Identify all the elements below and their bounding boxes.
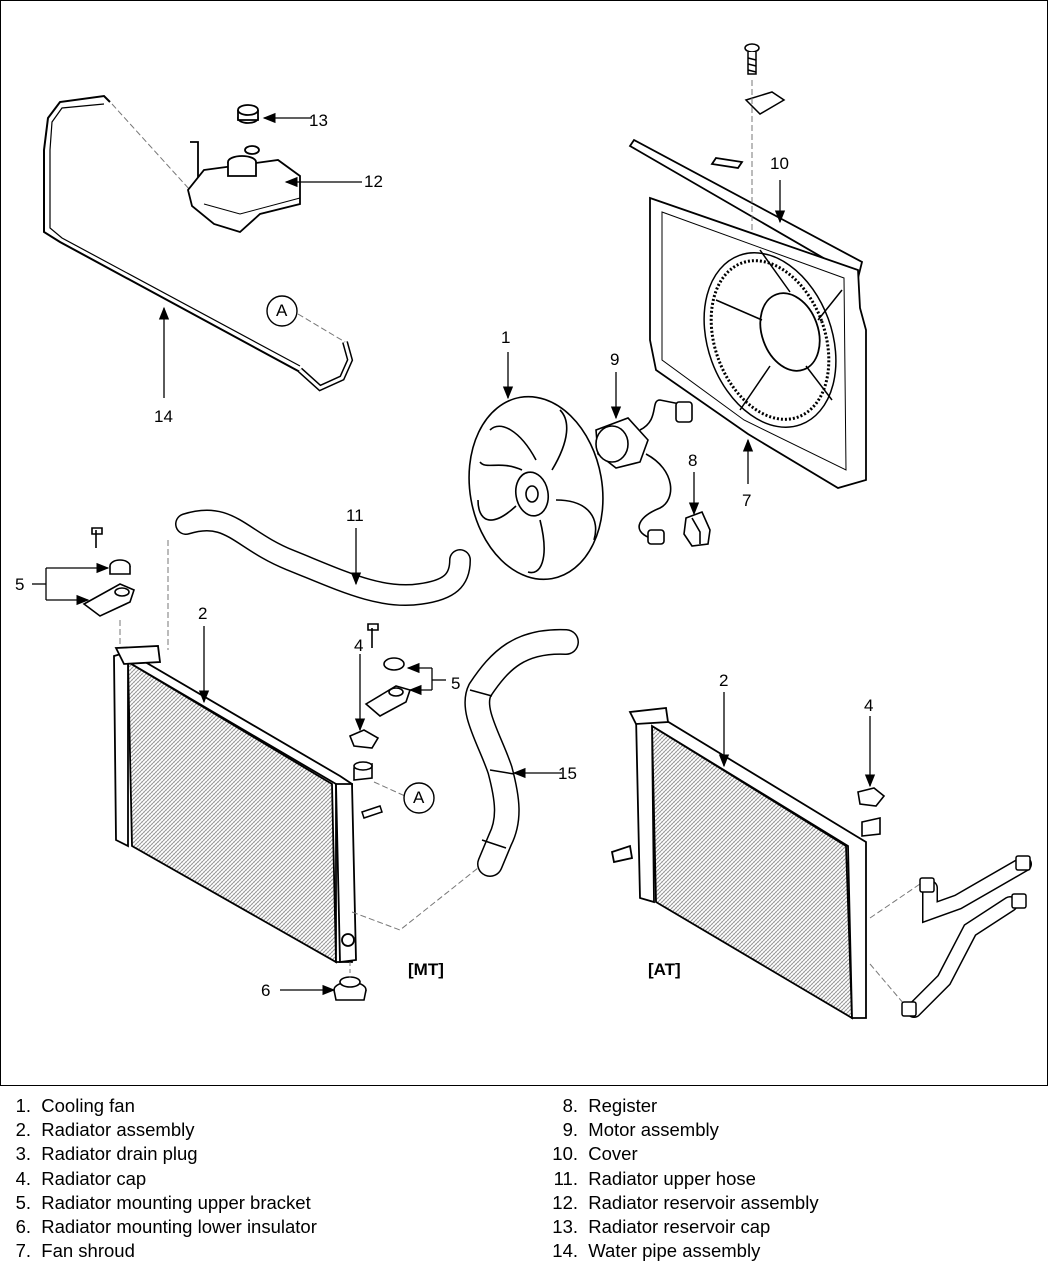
callout-5: 5 — [15, 575, 25, 594]
exploded-view-diagram — [32, 43, 1032, 1020]
radiator-mounting-lower-insulator — [333, 976, 367, 1001]
callout-6: 6 — [261, 981, 271, 1000]
radiator-mounting-upper-bracket-right — [364, 623, 412, 717]
legend-number: 4. — [15, 1167, 31, 1189]
legend-item: 8. Register — [548, 1094, 819, 1118]
legend-item: 7. Fan shroud — [4, 1239, 317, 1263]
callout-13: 13 — [309, 111, 328, 130]
legend-right-column: 8. Register 9. Motor assembly 10. Cover … — [548, 1094, 819, 1263]
legend-item: 13. Radiator reservoir cap — [548, 1215, 819, 1239]
legend-number: 12. — [552, 1191, 578, 1213]
legend-item: 9. Motor assembly — [548, 1118, 819, 1142]
legend-number: 11. — [553, 1167, 578, 1189]
connector-a-circle — [266, 295, 298, 327]
legend-item: 10. Cover — [548, 1142, 819, 1166]
radiator-mounting-upper-bracket — [82, 527, 135, 617]
legend-number: 3. — [15, 1143, 31, 1165]
callout-2: 2 — [719, 671, 729, 690]
cover — [628, 138, 864, 280]
legend-item: 6. Radiator mounting lower insulator — [4, 1215, 317, 1239]
connector-a-label: A — [276, 301, 288, 320]
callout-10: 10 — [770, 154, 789, 173]
legend-number: 9. — [562, 1119, 578, 1141]
leader-line — [297, 313, 346, 343]
legend-item: 4. Radiator cap — [4, 1167, 317, 1191]
hose-clamp — [901, 855, 1031, 1017]
motor-assembly — [595, 399, 693, 545]
callout-12: 12 — [364, 172, 383, 191]
legend-item: 11. Radiator upper hose — [548, 1167, 819, 1191]
callout-4: 4 — [864, 696, 874, 715]
variant-label-mt: [MT] — [408, 960, 444, 979]
leader-line — [373, 781, 406, 797]
legend-label: Radiator assembly — [41, 1119, 195, 1141]
legend-number: 14. — [552, 1240, 578, 1262]
cooling-fan — [468, 395, 604, 581]
callout-1: 1 — [501, 328, 511, 347]
radiator-lower-hose — [464, 628, 579, 877]
legend-left-column: 1. Cooling fan 2. Radiator assembly 3. R… — [4, 1094, 317, 1263]
callout-5: 5 — [451, 674, 461, 693]
legend-number: 2. — [15, 1119, 31, 1141]
bolt — [744, 43, 786, 115]
legend-label: Radiator reservoir cap — [588, 1216, 771, 1238]
legend-number: 1. — [15, 1095, 31, 1116]
callout-9: 9 — [610, 350, 620, 369]
legend-item: 1. Cooling fan — [4, 1094, 317, 1118]
connector-a-label: A — [413, 788, 425, 807]
callout-arrows — [45, 112, 876, 996]
legend-number: 5. — [15, 1191, 31, 1213]
legend-label: Radiator mounting lower insulator — [41, 1216, 317, 1238]
legend-label: Cover — [588, 1143, 638, 1165]
callout-2: 2 — [198, 604, 208, 623]
callout-8: 8 — [688, 451, 698, 470]
oil-cooler-hoses — [869, 856, 1032, 1018]
bolt — [361, 805, 383, 819]
legend-number: 10. — [552, 1143, 578, 1165]
radiator-assembly-mt — [113, 645, 357, 964]
legend-item: 14. Water pipe assembly — [548, 1239, 819, 1263]
callout-7: 7 — [742, 491, 752, 510]
legend-number: 6. — [15, 1216, 31, 1238]
legend-label: Radiator mounting upper bracket — [41, 1191, 311, 1213]
radiator-upper-hose — [175, 509, 471, 606]
callout-15: 15 — [558, 764, 577, 783]
legend-label: Motor assembly — [588, 1119, 719, 1141]
callout-ticks — [32, 583, 446, 681]
legend-item: 12. Radiator reservoir assembly — [548, 1191, 819, 1215]
variant-label-at: [AT] — [648, 960, 681, 979]
legend-item: 5. Radiator mounting upper bracket — [4, 1191, 317, 1215]
connector-a-circle — [403, 782, 435, 814]
legend-item: 3. Radiator drain plug — [4, 1142, 317, 1166]
fan-shroud — [649, 196, 867, 489]
leader-line — [351, 867, 479, 931]
legend-label: Radiator upper hose — [588, 1167, 756, 1189]
legend-label: Register — [588, 1095, 658, 1116]
radiator-reservoir-assembly — [187, 141, 301, 234]
legend-label: Radiator cap — [41, 1167, 147, 1189]
legend-number: 8. — [562, 1095, 578, 1116]
legend-label: Water pipe assembly — [588, 1240, 761, 1262]
leader-line — [111, 103, 191, 191]
legend-number: 7. — [15, 1240, 31, 1262]
legend-label: Fan shroud — [41, 1240, 135, 1262]
register — [683, 510, 711, 547]
radiator-cap — [348, 729, 380, 781]
callout-4: 4 — [354, 636, 364, 655]
legend-number: 13. — [552, 1216, 578, 1238]
water-pipe-assembly — [43, 94, 354, 392]
radiator-assembly-at — [610, 707, 867, 1020]
callout-14: 14 — [154, 407, 173, 426]
legend-item: 2. Radiator assembly — [4, 1118, 317, 1142]
radiator-reservoir-cap — [237, 104, 259, 124]
legend-label: Radiator reservoir assembly — [588, 1191, 819, 1213]
callout-11: 11 — [346, 506, 364, 525]
radiator-cap — [857, 787, 886, 837]
legend-label: Radiator drain plug — [41, 1143, 198, 1165]
legend-label: Cooling fan — [41, 1095, 135, 1116]
